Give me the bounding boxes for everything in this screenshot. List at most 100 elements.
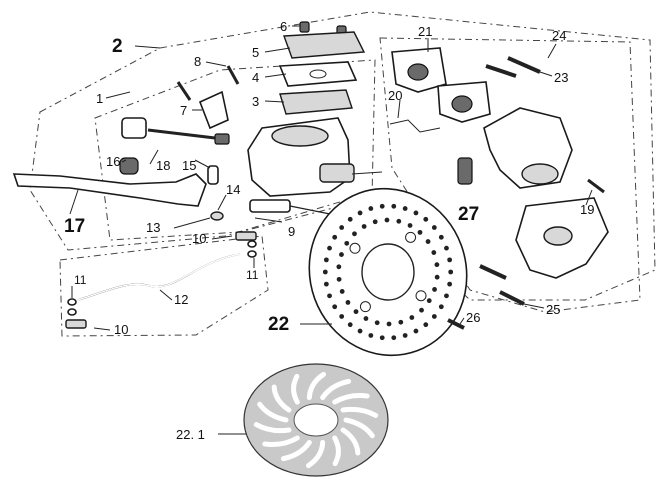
label-12: 12 [174,292,188,307]
part-11-washers [67,240,257,316]
disc-hole [379,335,385,341]
wave-slot [271,384,292,413]
disc-hole [447,281,453,287]
disc-hole [432,287,437,292]
label-1: 1 [96,91,103,106]
part-17-lever [12,173,207,207]
part-4-plate [278,61,358,87]
label-16: 16 [106,154,120,169]
part-9-switch [249,199,331,215]
disc-hole [361,224,367,229]
wave-disc-slots [253,371,379,469]
wave-slot [332,392,370,405]
disc-hole [372,219,378,225]
disc-hole [431,250,437,255]
disc-hole [423,322,429,328]
caliper-parts [389,47,609,306]
part-8-bolts [176,65,240,101]
disc-mount-hole [415,290,427,302]
disc-hole [345,300,351,305]
disc-mount-hole [405,231,417,243]
label-25: 25 [546,302,560,317]
disc-hole [438,234,444,240]
label-9: 9 [288,224,295,239]
wave-slot [340,427,361,456]
wave-slot [306,371,327,401]
disc-hole [357,328,363,334]
disc-hole [434,262,440,268]
wave-slot [253,422,292,434]
disc-hole [327,293,332,299]
part-14-washer [210,211,224,221]
disc-hole [384,217,390,223]
part-27-bleeder [457,157,473,185]
wave-slot [280,439,312,462]
disc-mount-hole [359,301,371,313]
label-23: 23 [554,70,568,85]
label-19: 19 [580,202,594,217]
disc-hole [386,321,392,327]
label-10-upper: 10 [192,231,206,246]
part-26-bolt [447,318,465,330]
part-23-pins [485,56,541,78]
disc-hole [402,333,408,338]
label-10-lower: 10 [114,322,128,337]
part-number-labels: 2 1 3 4 5 6 7 8 9 10 10 11 11 12 13 14 1… [64,19,594,442]
label-6: 6 [280,19,287,34]
hose-boundary [59,235,269,337]
disc-hole [431,314,437,319]
leader-lines [69,25,593,435]
label-8: 8 [194,54,201,69]
wave-slot [257,401,289,423]
disc-hole [413,328,419,334]
label-4: 4 [252,70,259,85]
disc-hole [438,304,444,310]
part-20-spring [389,119,441,133]
disc-hole [347,322,353,328]
disc-hole [447,257,453,263]
part-25-bolts [479,264,525,306]
disc-hole [409,315,415,320]
master-cylinder-parts [119,21,366,221]
disc-hole [426,298,432,304]
disc-hole [417,229,423,235]
part-10-banjo-bolts [65,231,257,329]
disc-hole [323,281,329,287]
part-5-reservoir-cover [283,31,366,59]
disc-hole [344,240,350,246]
label-22: 22 [268,314,289,335]
assembly-boundary-2 [29,11,656,301]
disc-hole [322,269,328,275]
part-19-pin [587,178,605,194]
disc-hole [413,210,419,216]
part-7-clamp [198,90,229,130]
disc-hole [368,206,374,211]
label-17: 17 [64,216,85,237]
disc-hole [347,216,353,222]
disc-hole [336,276,342,282]
disc-mount-hole [349,242,361,254]
wave-slot [320,378,352,401]
part-15-pivot [207,165,219,185]
hose-assembly [65,231,257,329]
disc-hole [368,333,374,338]
disc-hole [339,225,345,230]
part-3-diaphragm [279,89,353,115]
disc-hole [448,269,454,275]
disc-hole [339,252,344,257]
disc-hole [423,216,429,222]
label-24: 24 [552,28,566,43]
label-11-right: 11 [246,268,259,282]
part-22-brake-disc [308,187,468,357]
label-21: 21 [418,24,432,39]
disc-hole [391,203,397,209]
disc-hole [357,210,363,216]
part-22-1-wave-disc [243,363,389,477]
disc-hole [332,304,338,310]
wave-slot [343,417,375,439]
label-26: 26 [466,310,480,325]
disc-hole [425,239,431,244]
disc-hole [407,223,413,228]
wave-slot [332,435,341,467]
disc-hole [336,264,342,270]
